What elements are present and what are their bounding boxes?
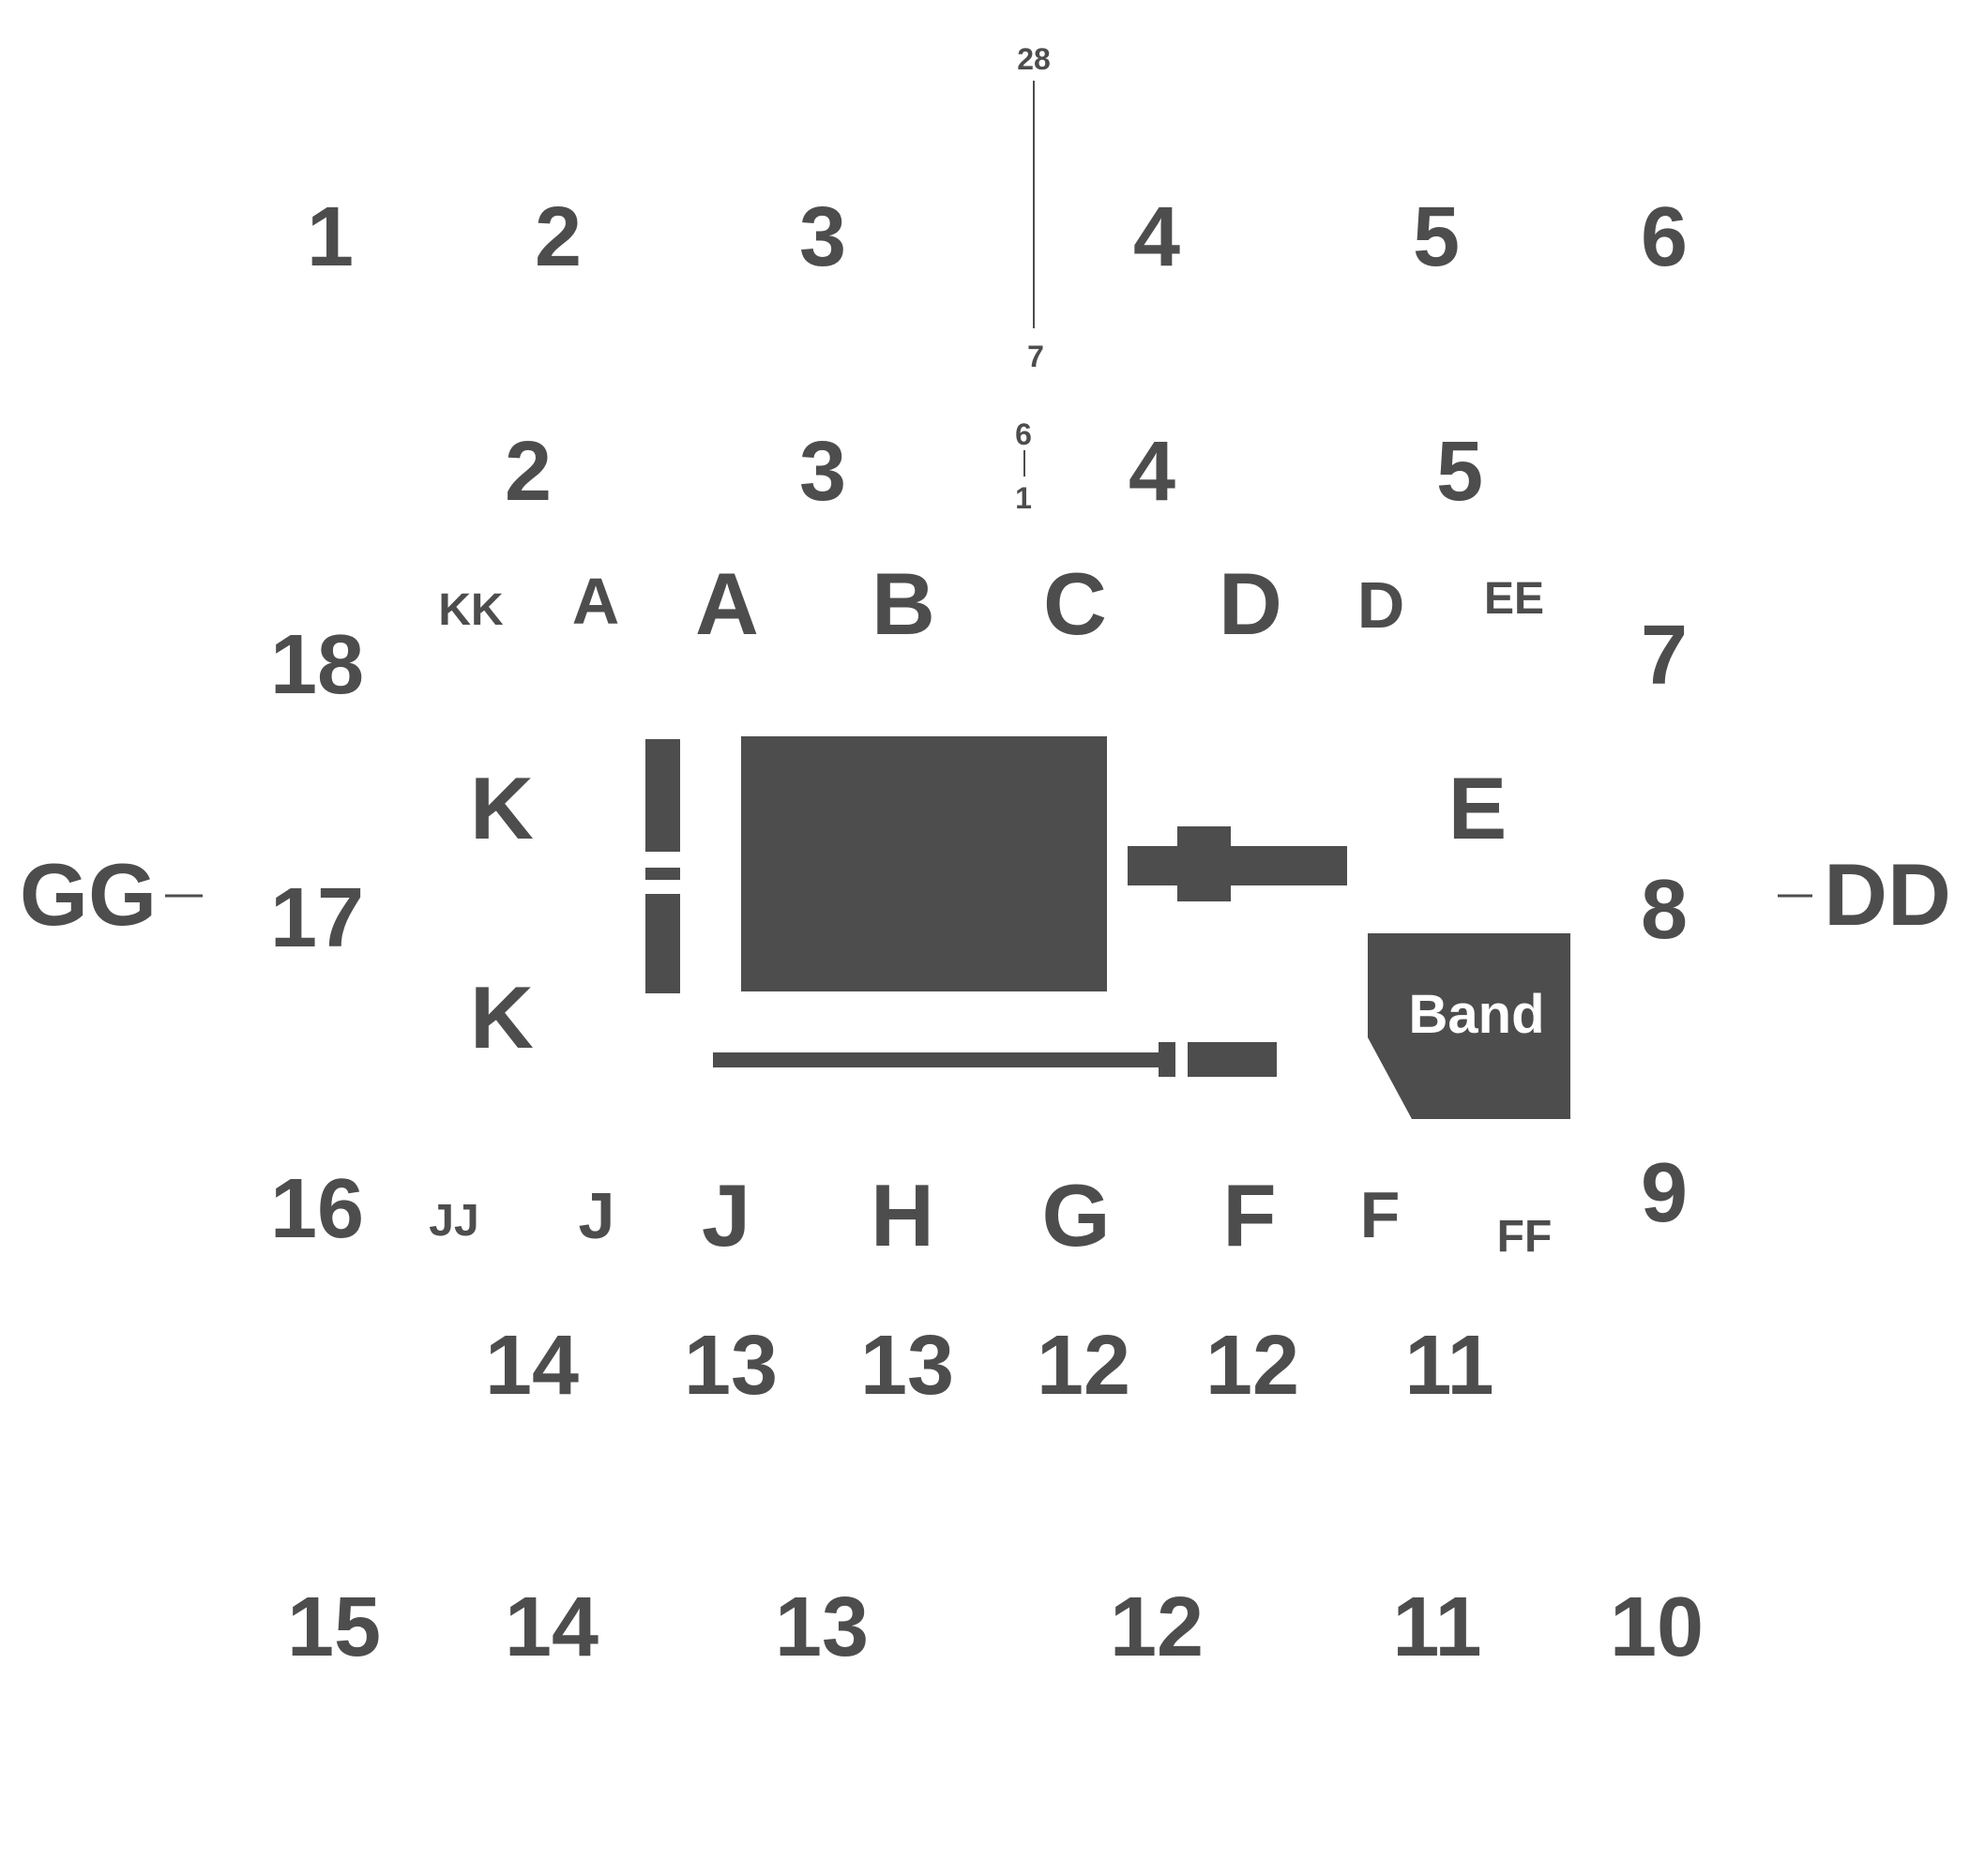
floor-kk-label: KK [438,585,504,635]
side-riser-bottom [645,894,680,993]
section-7-label: 7 [1640,609,1689,703]
floor-jj-label: JJ [429,1196,479,1246]
lower-section-3-label: 3 [798,425,847,519]
front-catwalk [713,1052,1159,1067]
lower-aisle-end-label: 1 [1015,481,1032,515]
side-riser-gap-bar [645,868,680,880]
floor-ee-label: EE [1483,574,1545,624]
section-5-label: 5 [1412,190,1461,284]
band-stage [1368,933,1570,1119]
section-13-label: 13 [774,1581,870,1674]
lower-section-13b-label: 13 [859,1319,955,1413]
section-1-label: 1 [306,190,355,284]
runway-bar [1128,846,1347,885]
side-riser-top [645,739,680,852]
floor-d-label: D [1219,554,1282,653]
lower-section-12a-label: 12 [1036,1319,1131,1413]
lower-section-12b-label: 12 [1205,1319,1300,1413]
end-section-gg-label: GG [19,845,158,944]
section-2-label: 2 [534,190,583,284]
lower-section-14-label: 14 [484,1319,580,1413]
lower-section-2-label: 2 [504,425,553,519]
runway-cross-bar [1177,826,1231,901]
section-6-label: 6 [1640,190,1689,284]
catwalk-end-block [1188,1042,1277,1077]
section-9-label: 9 [1640,1146,1689,1240]
floor-g-label: G [1041,1166,1111,1264]
main-stage [741,736,1107,991]
lower-section-4-label: 4 [1128,425,1176,519]
upper-aisle-end-label: 7 [1027,340,1044,373]
floor-j-label: J [701,1166,751,1264]
lower-section-13a-label: 13 [683,1319,779,1413]
floor-ff-label: FF [1496,1212,1553,1262]
floor-c-label: C [1043,554,1107,653]
section-18-label: 18 [269,618,365,712]
floor-f-label: F [1222,1166,1277,1264]
end-section-dd-label: DD [1824,845,1951,944]
section-14-label: 14 [504,1581,599,1674]
floor-k-upper-label: K [470,759,534,857]
section-17-label: 17 [269,871,365,965]
lower-section-5-label: 5 [1435,425,1484,519]
section-3-label: 3 [798,190,847,284]
floor-d-small-label: D [1356,568,1405,642]
section-12-label: 12 [1109,1581,1205,1674]
floor-f-small-label: F [1359,1178,1401,1251]
section-4-label: 4 [1132,190,1181,284]
band-stage-label: Band [1408,984,1545,1045]
section-8-label: 8 [1640,863,1689,957]
floor-e-label: E [1447,759,1508,857]
floor-a-small-label: A [571,565,620,638]
floor-k-lower-label: K [470,968,534,1067]
section-15-label: 15 [286,1581,382,1674]
lower-aisle-start-label: 6 [1015,417,1032,451]
floor-j-small-label: J [578,1179,615,1252]
catwalk-end-post [1159,1042,1175,1077]
floor-h-label: H [871,1166,934,1264]
upper-aisle-start-label: 28 [1017,42,1051,76]
section-10-label: 10 [1609,1581,1705,1674]
lower-section-11-label: 11 [1404,1319,1494,1413]
section-16-label: 16 [269,1162,365,1256]
floor-b-label: B [871,554,935,653]
floor-a-label: A [695,554,759,653]
section-11-label: 11 [1392,1581,1482,1674]
